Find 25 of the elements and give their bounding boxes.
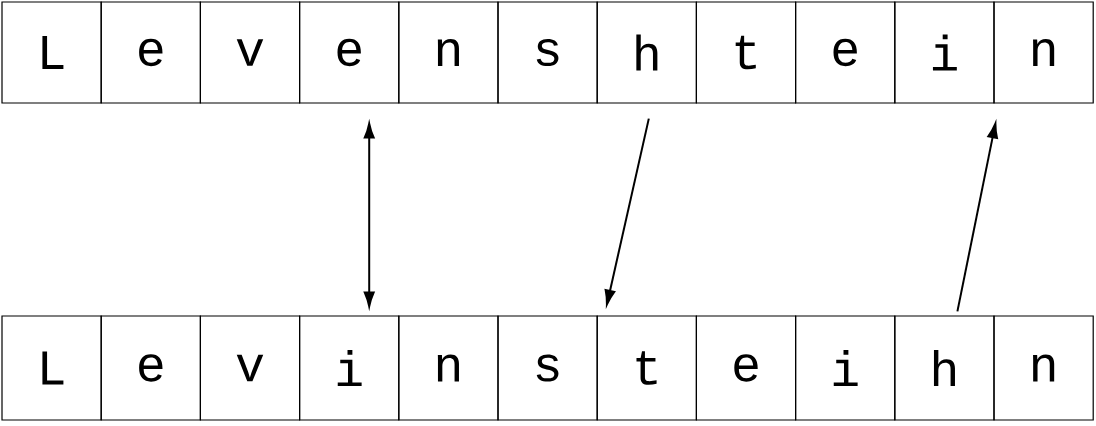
letter-cell: v — [199, 315, 301, 421]
letter-cell: e — [100, 1, 201, 104]
letter-cell: n — [993, 315, 1094, 421]
letter-cell: i — [795, 315, 896, 421]
letter-cell: e — [795, 1, 896, 104]
letter-cell: s — [497, 315, 598, 421]
letter-cell: h — [596, 1, 697, 104]
letter-cell: i — [894, 1, 995, 104]
letter-cell: h — [894, 315, 995, 421]
letter-cell: n — [398, 1, 499, 104]
letter-cell: e — [695, 315, 797, 421]
letter-cell: t — [695, 1, 797, 104]
arrow — [604, 117, 650, 306]
letter-cell: L — [1, 1, 102, 104]
letter-cell: v — [199, 1, 301, 104]
letter-cell: e — [299, 1, 400, 104]
letter-cell: i — [299, 315, 400, 421]
letter-cell: L — [1, 315, 102, 421]
arrow — [956, 122, 998, 313]
letter-cell: n — [993, 1, 1094, 104]
letter-cell: t — [596, 315, 697, 421]
letter-cell: n — [398, 315, 499, 421]
letter-cell: s — [497, 1, 598, 104]
letter-cell: e — [100, 315, 201, 421]
arrow — [363, 122, 375, 308]
